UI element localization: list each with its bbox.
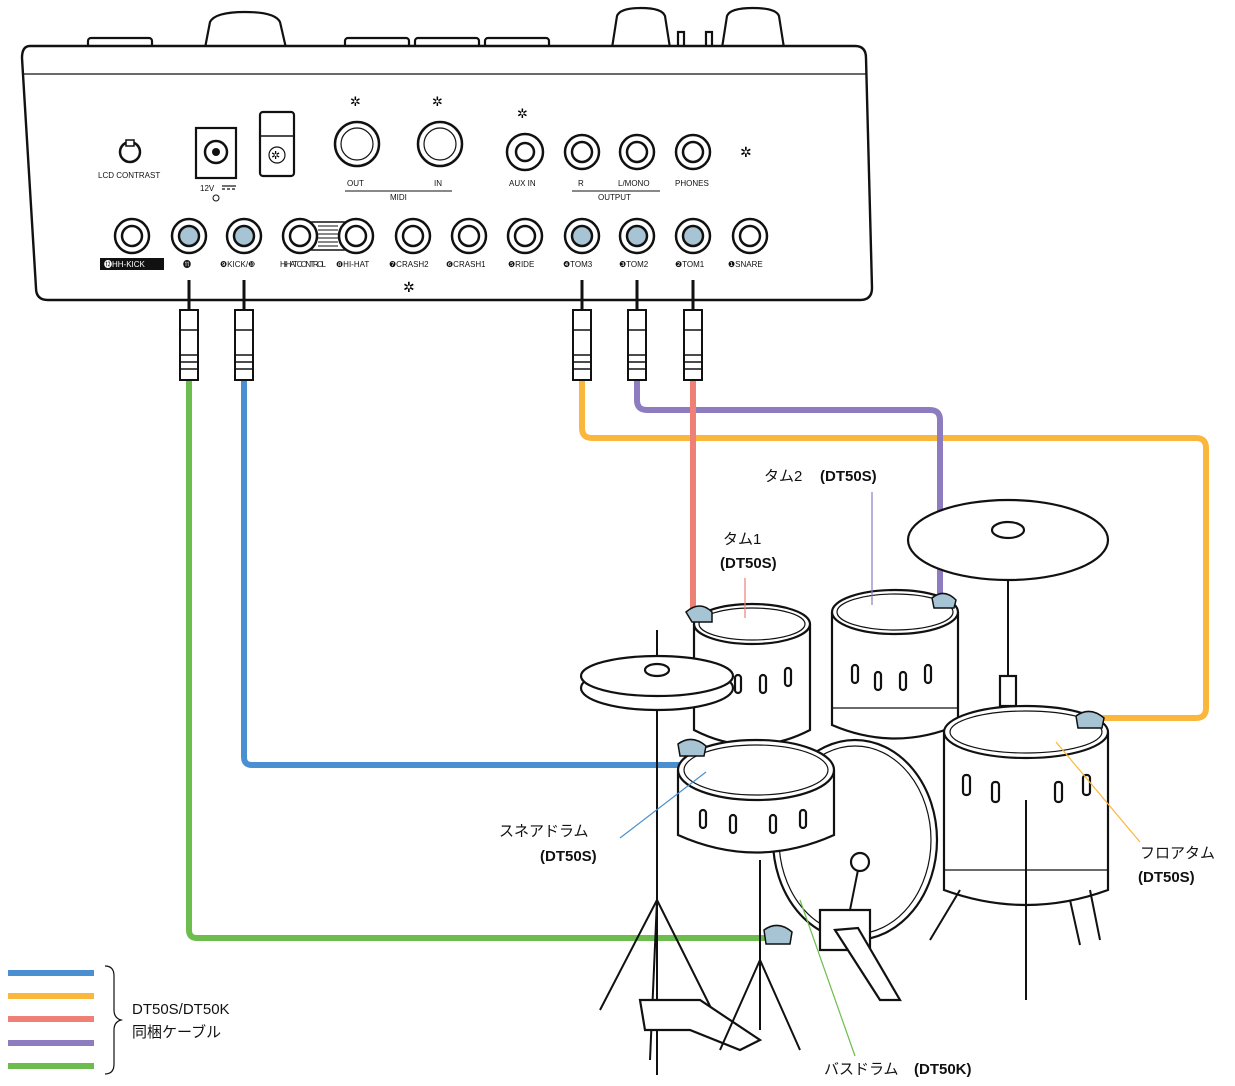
connector-bass	[764, 925, 792, 944]
svg-text:✲: ✲	[517, 106, 528, 121]
top-knob-left	[205, 12, 286, 48]
midi-label: MIDI	[390, 193, 407, 202]
floor-tom	[930, 706, 1108, 1000]
output-r-label: R	[578, 179, 584, 188]
svg-text:✲: ✲	[271, 150, 280, 162]
midi-in-label: IN	[434, 179, 442, 188]
aux-in-label: AUX IN	[509, 179, 536, 188]
svg-text:✲: ✲	[432, 94, 443, 109]
top-knob-right	[722, 8, 784, 48]
trigger-input-label: ❸TOM2	[619, 260, 649, 269]
bass-model: (DT50K)	[914, 1061, 972, 1078]
power-label: 12V	[200, 184, 215, 193]
trigger-input-label: ❼CRASH2	[389, 260, 429, 269]
trigger-input-label: HI-HAT CONTROL	[280, 260, 327, 269]
connector-floor	[1076, 711, 1104, 728]
snare-model: (DT50S)	[540, 848, 597, 865]
legend-line2: 同梱ケーブル	[132, 1023, 221, 1041]
floor-model: (DT50S)	[1138, 869, 1195, 886]
tom2	[832, 590, 958, 739]
midi-in-port[interactable]	[418, 122, 462, 166]
phones-label: PHONES	[675, 179, 709, 188]
svg-text:✲: ✲	[403, 279, 415, 295]
trigger-input-label: ❷TOM1	[675, 260, 705, 269]
connector-tom1	[686, 606, 712, 622]
tom1-model: (DT50S)	[720, 555, 777, 572]
svg-text:✲: ✲	[350, 94, 361, 109]
trigger-input-label: ❹TOM3	[563, 260, 593, 269]
floor-name: フロアタム	[1140, 845, 1215, 862]
legend-line1: DT50S/DT50K	[132, 1001, 230, 1018]
trigger-input-label: ⓬HH-KICK	[104, 260, 146, 269]
drum-module: LCD CONTRAST 12V ✲ ✲ OUT ✲ IN MIDI ✲ AUX…	[22, 8, 872, 300]
output-label: OUTPUT	[598, 193, 631, 202]
cable-hook	[260, 112, 294, 176]
bass-name: バスドラム	[824, 1061, 899, 1078]
drum-kit	[581, 500, 1108, 1075]
connector-tom2	[932, 593, 956, 608]
top-knob-mid	[612, 8, 670, 48]
cable-purple	[637, 380, 940, 600]
trigger-input-label: ⓫	[183, 260, 191, 269]
trigger-input-label: ❻CRASH1	[446, 260, 486, 269]
tom2-model: (DT50S)	[820, 468, 877, 485]
cable-legend: DT50S/DT50K 同梱ケーブル	[8, 966, 230, 1074]
lcd-contrast-label: LCD CONTRAST	[98, 171, 160, 180]
legend-brace	[105, 966, 121, 1074]
output-lmono-label: L/MONO	[618, 179, 650, 188]
midi-out-port[interactable]	[335, 122, 379, 166]
tom1-name: タム1	[723, 531, 761, 548]
tom2-name: タム2	[764, 468, 802, 485]
trigger-input-label: ❶SNARE	[728, 260, 763, 269]
connector-snare	[678, 739, 706, 756]
trigger-input-label: ❺RIDE	[508, 260, 534, 269]
snare-name: スネアドラム	[499, 823, 589, 840]
trigger-input-label: ❾KICK/❿	[220, 260, 255, 269]
trigger-input-label: ❽HI-HAT	[336, 260, 369, 269]
svg-text:✲: ✲	[740, 144, 752, 160]
midi-out-label: OUT	[347, 179, 364, 188]
